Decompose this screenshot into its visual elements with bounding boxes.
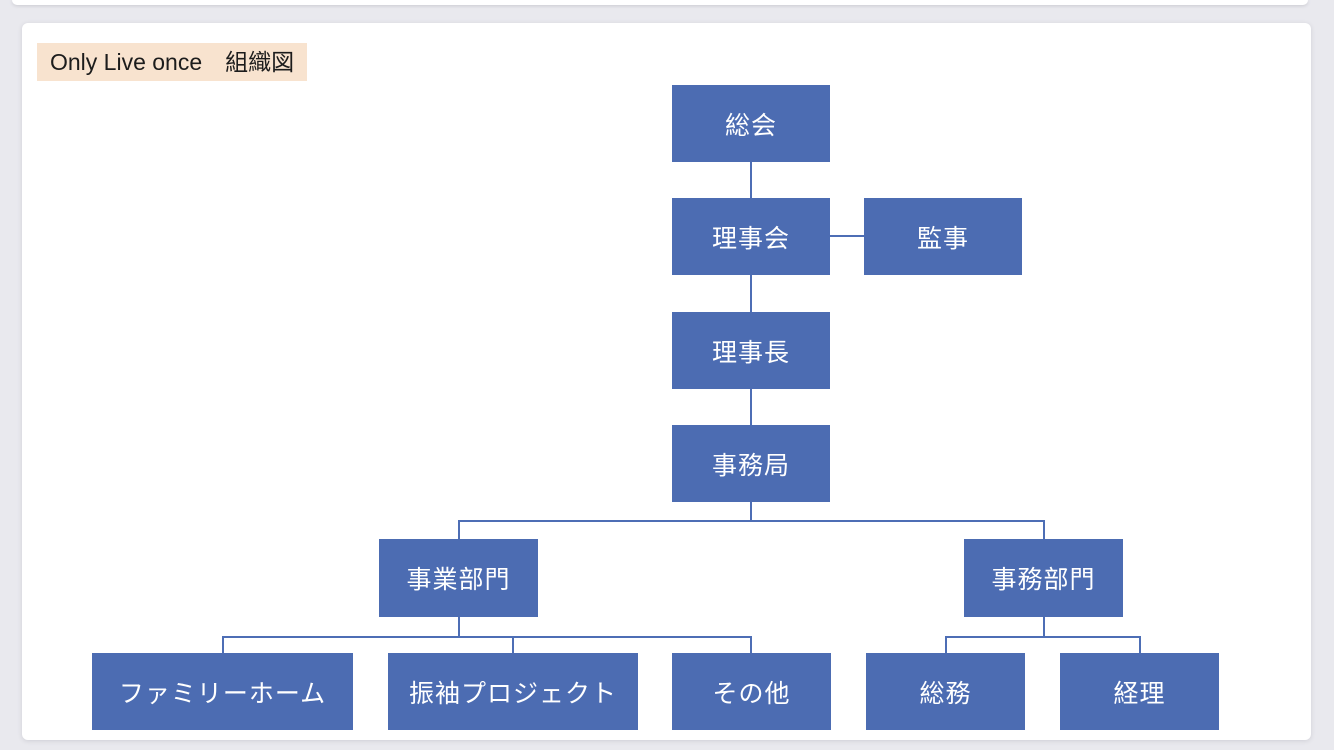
- connector-jigyou-bumon-drop: [458, 617, 460, 637]
- slide-canvas: [22, 23, 1311, 740]
- connector-rijikai-rijicho: [750, 275, 752, 312]
- connector-jimu-bumon-drop: [1043, 617, 1045, 637]
- connector-rijikai-kanji: [830, 235, 865, 237]
- connector-jigyou-children-bus: [222, 636, 752, 638]
- connector-divisions-bus: [458, 520, 1044, 522]
- connector-drop-keiri: [1139, 636, 1141, 653]
- connector-jimukyoku-drop: [750, 502, 752, 521]
- org-node-soumu[interactable]: 総務: [866, 653, 1025, 730]
- org-node-jimu-bumon[interactable]: 事務部門: [964, 539, 1123, 617]
- connector-jimu-children-bus: [945, 636, 1140, 638]
- org-node-rijicho[interactable]: 理事長: [672, 312, 830, 389]
- connector-rijicho-jimukyoku: [750, 389, 752, 425]
- org-node-rijikai[interactable]: 理事会: [672, 198, 830, 275]
- org-node-sonota[interactable]: その他: [672, 653, 831, 730]
- org-node-soukai[interactable]: 総会: [672, 85, 830, 162]
- org-node-furisode-project[interactable]: 振袖プロジェクト: [388, 653, 638, 730]
- org-node-jimukyoku[interactable]: 事務局: [672, 425, 830, 502]
- connector-drop-jigyou-bumon: [458, 520, 460, 539]
- connector-drop-jimu-bumon: [1043, 520, 1045, 539]
- connector-drop-furisode-project: [512, 636, 514, 653]
- org-node-kanji[interactable]: 監事: [864, 198, 1022, 275]
- org-node-family-home[interactable]: ファミリーホーム: [92, 653, 353, 730]
- org-node-keiri[interactable]: 経理: [1060, 653, 1219, 730]
- page-title[interactable]: Only Live once 組織図: [37, 43, 308, 81]
- connector-drop-sonota: [750, 636, 752, 653]
- previous-page-edge: [12, 0, 1308, 5]
- connector-drop-soumu: [945, 636, 947, 653]
- org-node-jigyou-bumon[interactable]: 事業部門: [379, 539, 538, 617]
- connector-soukai-rijikai: [750, 162, 752, 198]
- connector-drop-family-home: [222, 636, 224, 653]
